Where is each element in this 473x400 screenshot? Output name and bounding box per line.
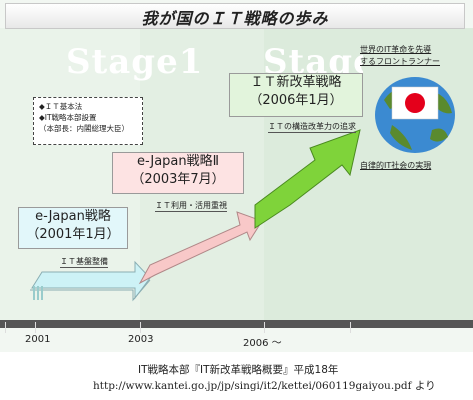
goal-text-3: 自律的IT社会の実現 — [360, 161, 432, 170]
arrow-tail-stripes — [33, 286, 43, 300]
strategy-year-3: （2006年1月） — [249, 93, 343, 108]
source-caption: IT戦略本部『IT新改革戦略概要』平成18年 — [138, 364, 339, 376]
strategy-name-2: e-Japan戦略Ⅱ — [136, 154, 220, 169]
strategy-year-1: （2001年1月） — [26, 227, 120, 242]
year-label-2001: 2001 — [25, 334, 51, 345]
year-label-2003: 2003 — [128, 334, 154, 345]
title-bar: 我が国のＩＴ戦略の歩み — [5, 3, 465, 29]
timeline-tick — [140, 322, 141, 333]
strategy-name-3: ＩＴ新改革戦略 — [250, 75, 342, 90]
page-title: 我が国のＩＴ戦略の歩み — [141, 9, 329, 28]
arrows-diagram — [30, 129, 361, 302]
info-item-2: ◆IT戦略本部設置 — [39, 113, 97, 122]
timeline-bar — [0, 320, 473, 328]
timeline-tick — [35, 322, 36, 333]
slide: Stage1 Stage2 我が国のＩＴ戦略の歩み ◆ＩＴ基本法 ◆IT戦略本部… — [0, 0, 473, 352]
info-note: （本部長：内閣総理大臣） — [39, 124, 129, 133]
strategy-sublabel-1: ＩＴ基盤整備 — [60, 257, 108, 268]
strategy-year-2: （2003年7月） — [131, 172, 225, 187]
timeline-tick — [264, 322, 265, 333]
strategy-callout-1: e-Japan戦略 （2001年1月） — [18, 207, 128, 249]
arrow-2 — [138, 211, 263, 285]
timeline-tick — [350, 322, 351, 333]
arrow-3 — [254, 129, 361, 229]
goal-text-1: 世界のIT革命を先導 — [360, 45, 432, 54]
info-item-1: ◆ＩＴ基本法 — [39, 102, 83, 111]
source-url: http://www.kantei.go.jp/jp/singi/it2/ket… — [93, 380, 436, 392]
year-label-2006: 2006 ～ — [243, 338, 282, 349]
strategy-sublabel-3: ＩＴの構造改革力の追求 — [268, 122, 356, 133]
arrow-1-head — [30, 279, 151, 302]
strategy-callout-2: e-Japan戦略Ⅱ （2003年7月） — [112, 152, 244, 194]
arrow-1 — [31, 260, 151, 300]
timeline-tick — [5, 322, 6, 333]
strategy-callout-3: ＩＴ新改革戦略 （2006年1月） — [229, 73, 363, 117]
stage1-label: Stage1 — [66, 42, 204, 82]
info-box: ◆ＩＴ基本法 ◆IT戦略本部設置 （本部長：内閣総理大臣） — [33, 97, 143, 145]
strategy-name-1: e-Japan戦略 — [35, 209, 111, 224]
strategy-sublabel-2: ＩＴ利用・活用重視 — [155, 201, 227, 212]
globe-flag-icon — [375, 77, 455, 153]
goal-text-2: するフロントランナー — [360, 57, 440, 66]
